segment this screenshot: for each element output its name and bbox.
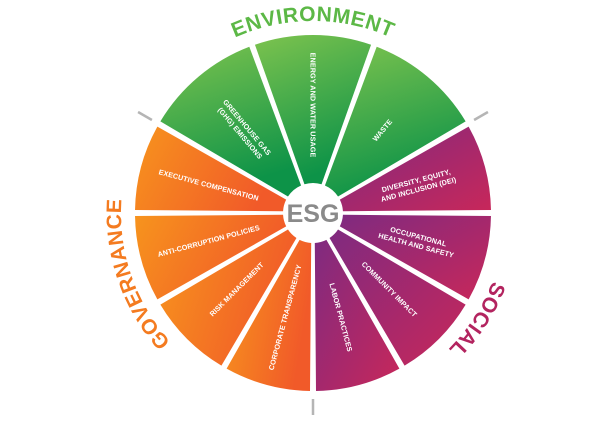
separator-tick bbox=[137, 110, 153, 122]
segment-social-1 bbox=[339, 214, 491, 300]
segment-environment-0 bbox=[160, 46, 302, 197]
segment-social-2 bbox=[329, 229, 466, 366]
segment-governance-2 bbox=[135, 214, 287, 300]
separator-tick bbox=[473, 110, 489, 122]
segments bbox=[135, 35, 491, 391]
segment-social-0 bbox=[339, 126, 491, 212]
segment-governance-0 bbox=[226, 239, 312, 391]
segment-environment-2 bbox=[324, 46, 466, 197]
center-label: ESG bbox=[287, 200, 340, 228]
segment-governance-1 bbox=[160, 229, 297, 366]
category-separators bbox=[137, 110, 489, 415]
segment-social-3 bbox=[314, 239, 400, 391]
segment-environment-1 bbox=[254, 35, 372, 185]
segment-governance-3 bbox=[135, 126, 287, 212]
segment-label-line: ENERGY AND WATER USAGE bbox=[309, 53, 318, 158]
center-circle bbox=[284, 184, 342, 242]
segment-label: ENERGY AND WATER USAGE bbox=[309, 53, 318, 158]
